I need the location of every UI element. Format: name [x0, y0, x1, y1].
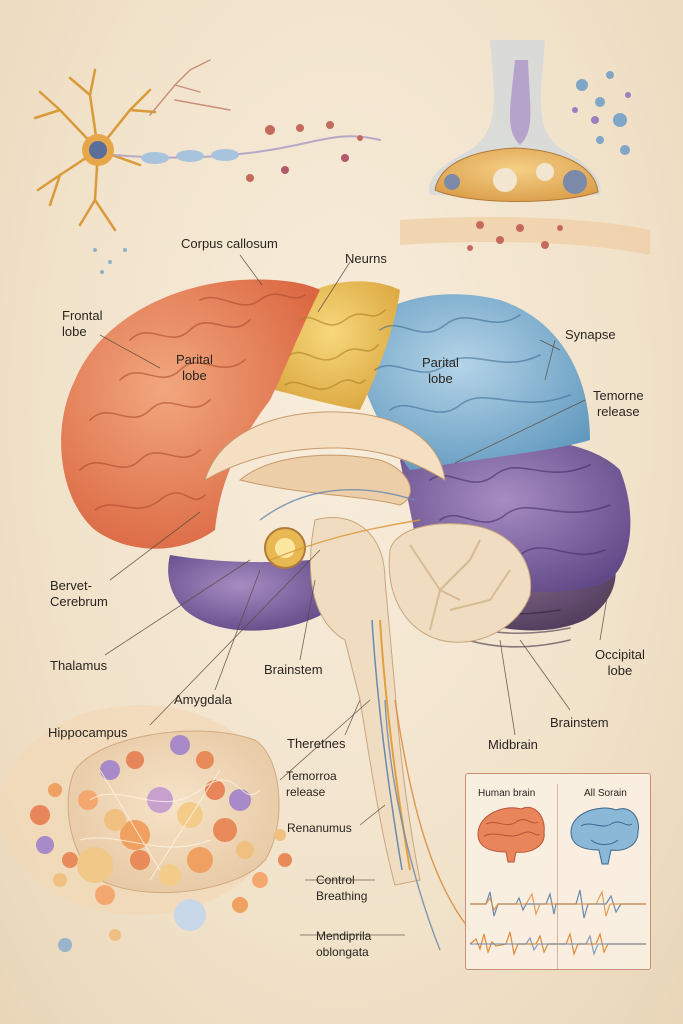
label-brainstem-right: Brainstem — [550, 715, 609, 730]
panel-divider — [557, 784, 558, 969]
label-occipital-lobe: Occipital lobe — [595, 647, 645, 678]
label-corpus-callosum: Corpus callosum — [181, 236, 278, 251]
panel-title-human-brain: Human brain — [478, 788, 536, 799]
leader-lines — [99, 254, 611, 936]
label-midbrain: Midbrain — [488, 737, 538, 752]
human-brain-icon — [477, 806, 545, 863]
cell-cluster-illustration — [0, 705, 292, 952]
label-renanumus: Renanumus — [287, 821, 352, 835]
comparison-panel-art — [469, 806, 646, 957]
label-frontal-lobe: Frontal lobe — [62, 308, 103, 339]
label-parital-lobe-right: Parital lobe — [422, 355, 459, 386]
label-hippocampus: Hippocampus — [48, 725, 128, 740]
eeg-traces — [469, 889, 646, 957]
label-temorroa-release: Temorroa release — [286, 769, 337, 799]
label-brainstem-center: Brainstem — [264, 662, 323, 677]
label-thalamus: Thalamus — [50, 658, 108, 673]
label-control-breathing: Control Breathing — [316, 873, 368, 903]
label-amygdala: Amygdala — [174, 692, 232, 707]
label-synapse: Synapse — [565, 327, 616, 342]
brain-comparison-panel: Human brain All Sorain — [465, 773, 651, 970]
label-bervet-cerebrum: Bervet- Cerebrum — [50, 578, 108, 609]
label-theretnes: Theretnes — [287, 736, 346, 751]
label-parital-lobe-left: Parital lobe — [176, 352, 213, 383]
label-neurns: Neurns — [345, 251, 387, 266]
label-mendiprila-oblongata: Mendiprila oblongata — [316, 929, 372, 959]
alt-brain-icon — [570, 807, 640, 865]
panel-title-all-sorain: All Sorain — [584, 788, 627, 799]
label-temorne-release-top: Temorne release — [593, 388, 644, 419]
synapse-illustration — [400, 40, 650, 255]
neuron-body — [82, 121, 363, 274]
